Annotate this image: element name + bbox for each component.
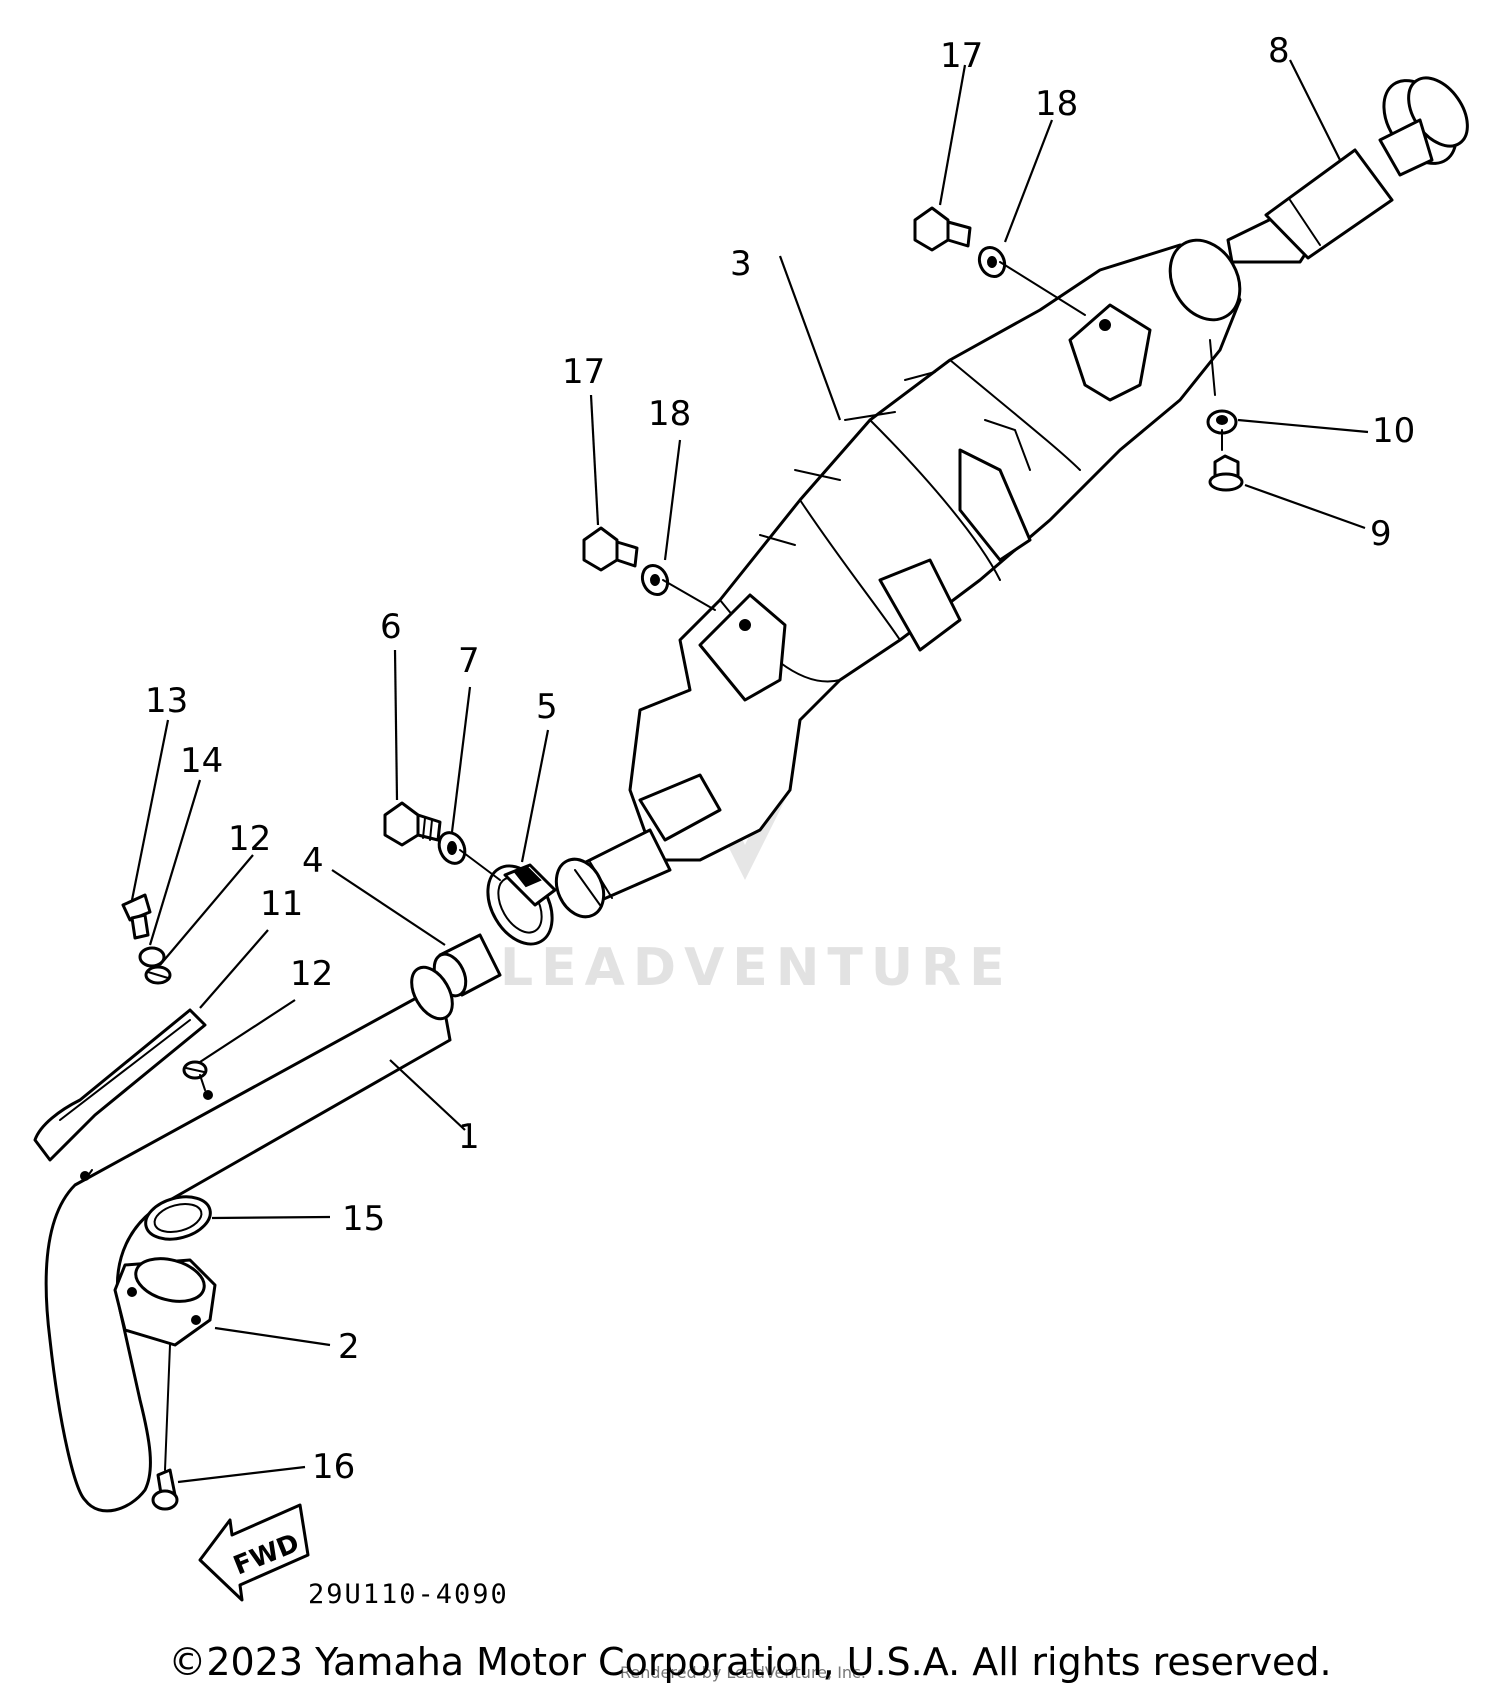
callout-16: 16 <box>312 1447 355 1487</box>
part-3-muffler <box>554 238 1242 919</box>
part-12-collar-lower <box>182 1060 208 1080</box>
part-8-spark-arrester <box>1226 76 1469 264</box>
callout-18b: 18 <box>648 394 691 434</box>
callout-3: 3 <box>730 244 752 284</box>
callout-8: 8 <box>1268 31 1290 71</box>
callout-15: 15 <box>342 1199 385 1239</box>
forward-arrow-icon: FWD <box>198 1503 310 1602</box>
alignment-lines <box>164 261 1223 1471</box>
callout-6: 6 <box>380 607 402 647</box>
leader-lines <box>130 59 1369 1484</box>
part-12-collar-upper <box>144 965 172 985</box>
callout-numbers: 3 8 17 18 17 18 10 9 6 7 5 4 1 13 14 12 … <box>145 31 1415 1487</box>
part-9-bolt <box>1208 454 1244 492</box>
part-1-exhaust-pipe <box>44 965 454 1513</box>
callout-10: 10 <box>1372 411 1415 451</box>
callout-17b: 17 <box>562 352 605 392</box>
callout-18a: 18 <box>1035 84 1078 124</box>
callout-4: 4 <box>302 841 324 881</box>
callout-5: 5 <box>536 687 558 727</box>
watermark-text: LEADVENTURE <box>500 938 1013 998</box>
watermark-small-text: Rendered by LeadVenture, Inc. <box>620 1663 866 1682</box>
callout-13: 13 <box>145 681 188 721</box>
callout-1: 1 <box>458 1117 480 1157</box>
callout-2: 2 <box>338 1327 360 1367</box>
callout-14: 14 <box>180 741 223 781</box>
part-7-washer <box>437 831 467 865</box>
callout-11: 11 <box>260 884 303 924</box>
part-6-bolt <box>383 801 442 847</box>
part-17-bolt-upper <box>913 206 972 252</box>
callout-12a: 12 <box>228 819 271 859</box>
part-18-washer-lower <box>640 563 670 597</box>
callout-17a: 17 <box>940 36 983 76</box>
part-17-bolt-lower <box>582 526 639 572</box>
part-2-flange <box>113 1257 217 1347</box>
part-15-gasket-ring <box>144 1195 212 1241</box>
callout-12b: 12 <box>290 954 333 994</box>
callout-7: 7 <box>458 641 480 681</box>
part-18-washer-upper <box>977 245 1007 279</box>
drawing-code: 29U110-4090 <box>308 1579 509 1610</box>
copyright-notice: ©2023 Yamaha Motor Corporation, U.S.A. A… <box>168 1640 1332 1684</box>
part-14-washer <box>138 946 166 968</box>
callout-9: 9 <box>1370 514 1392 554</box>
part-11-protector <box>33 1008 207 1162</box>
part-13-screw <box>121 893 152 940</box>
part-5-clamp <box>486 863 557 946</box>
part-16-bolt <box>151 1468 179 1511</box>
